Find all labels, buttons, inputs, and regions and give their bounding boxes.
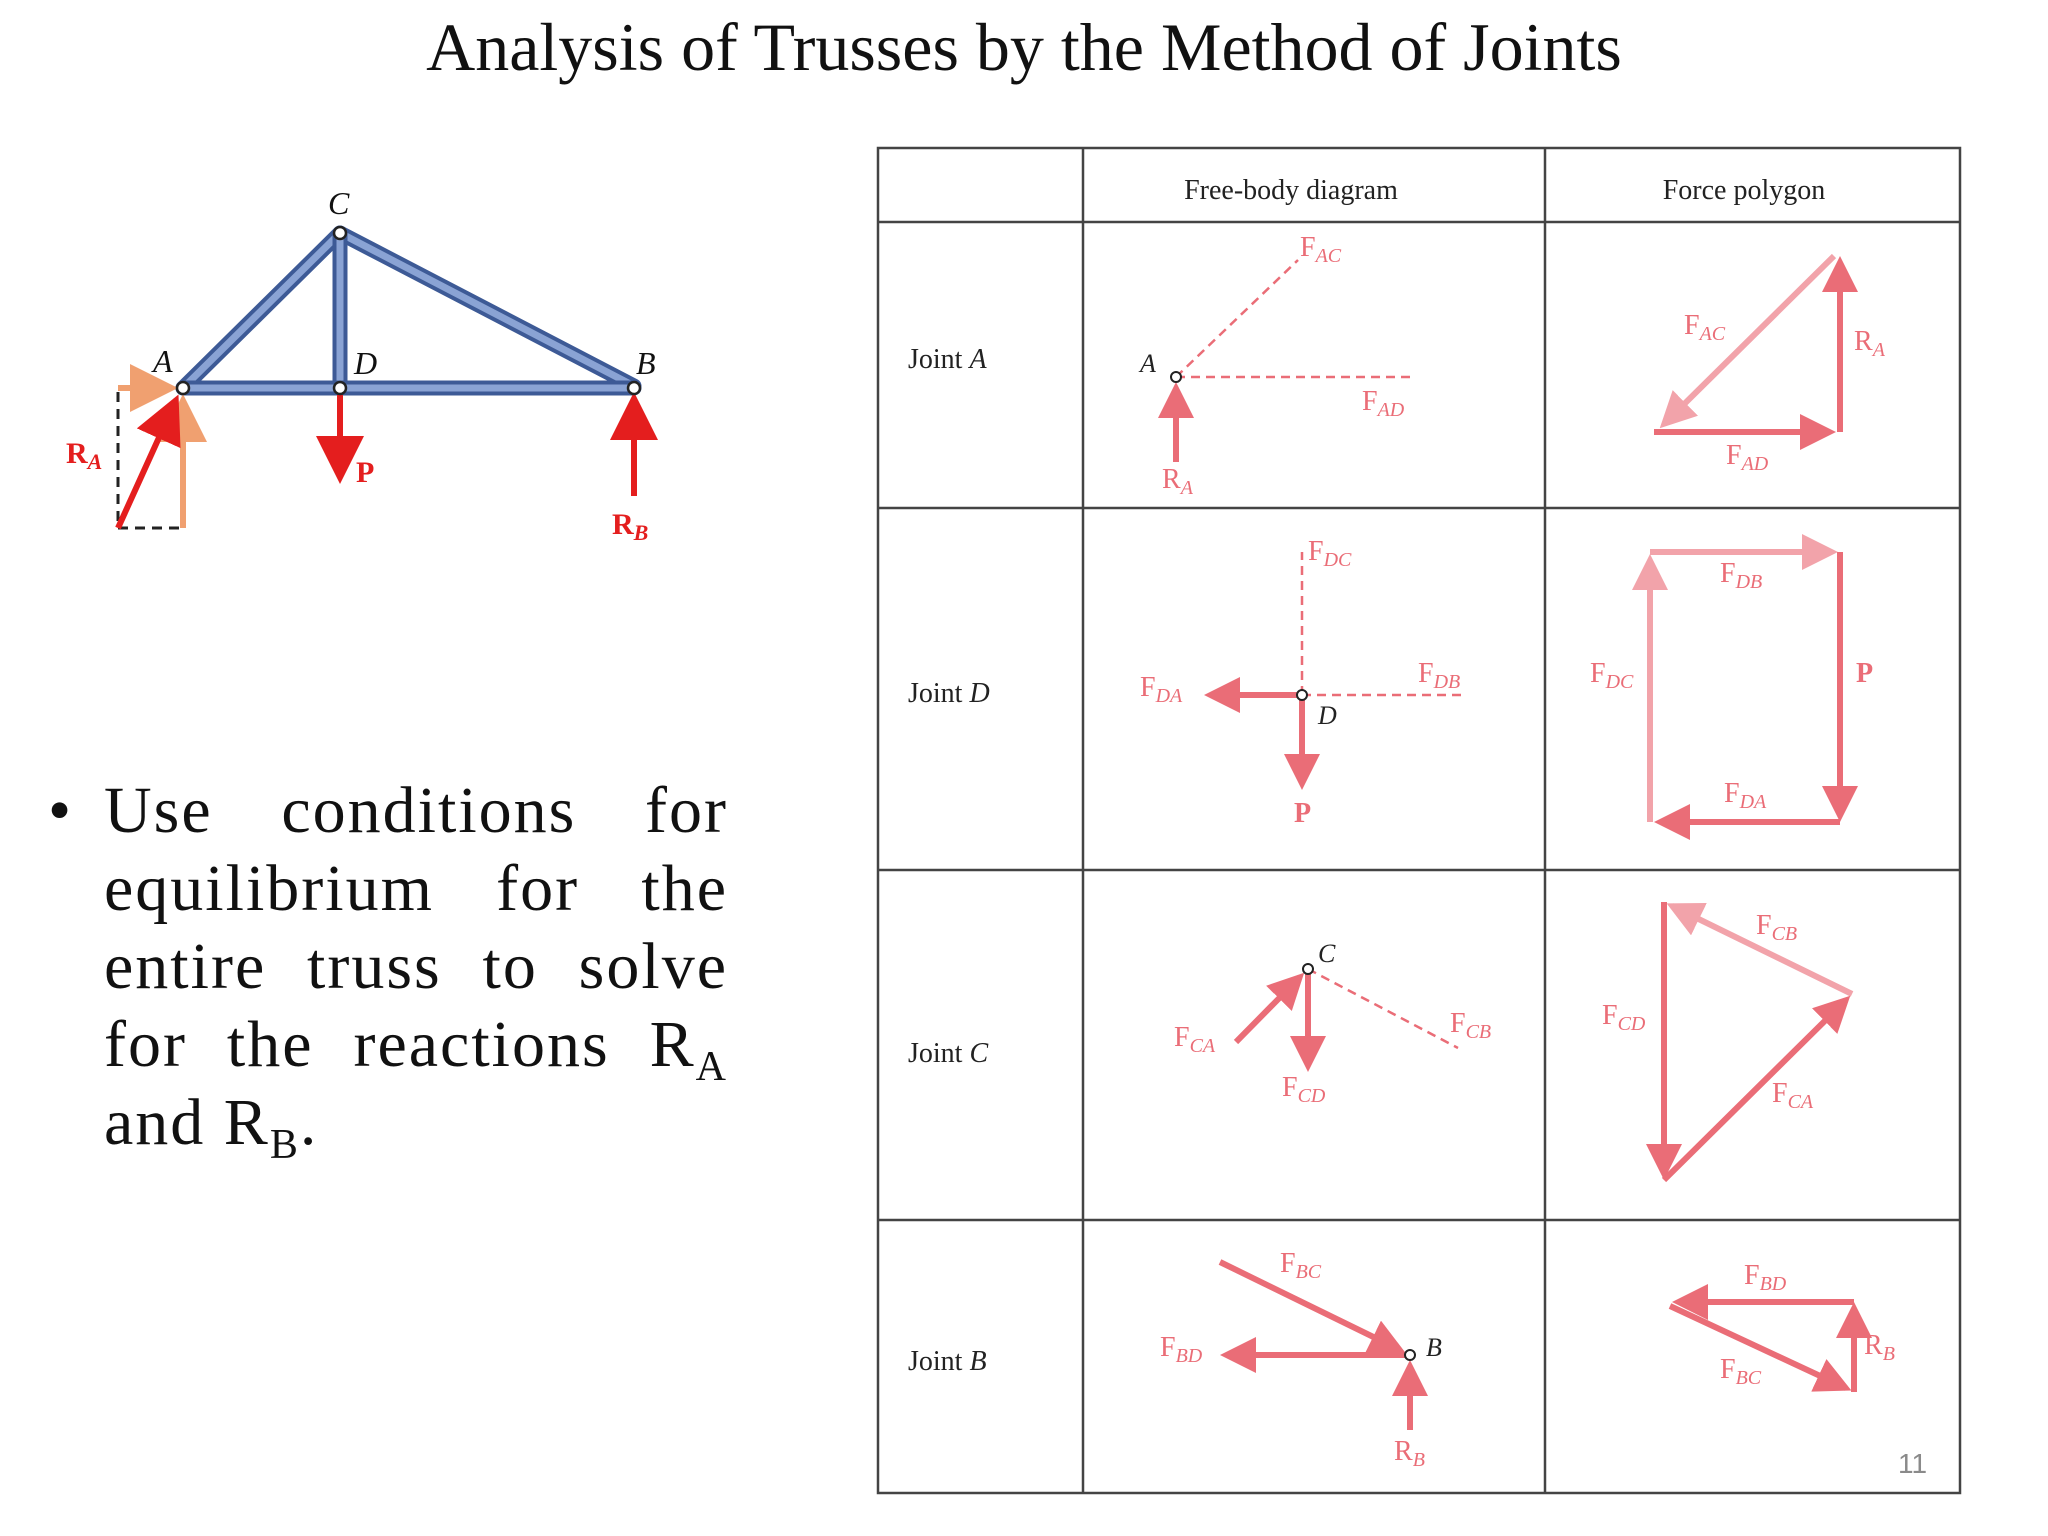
label-node-b: B xyxy=(636,345,656,381)
poly-a-fac-label: FAC xyxy=(1684,310,1726,345)
poly-b-fbc-arrow xyxy=(1668,1303,1852,1392)
row-label-joint-c: Joint C xyxy=(908,1038,988,1069)
label-reaction-a: RA xyxy=(66,437,102,474)
poly-d-fdb-label: FDB xyxy=(1720,558,1762,593)
poly-a-fad-label: FAD xyxy=(1726,440,1769,475)
fbd-d-fda-label: FDA xyxy=(1140,672,1183,707)
joint-a xyxy=(175,380,191,396)
poly-c-fca-arrow xyxy=(1661,995,1851,1183)
joint-b-free-body-diagram: B FBC FBD RB xyxy=(1160,1248,1442,1471)
joint-d-free-body-diagram: D FDC FDA FDB P xyxy=(1140,536,1466,829)
fbd-b-fbc-label: FBC xyxy=(1280,1248,1322,1283)
joint-d xyxy=(332,380,348,396)
bullet-text-body: Use conditions for equilibrium for the e… xyxy=(104,774,728,1168)
slide-title: Analysis of Trusses by the Method of Joi… xyxy=(426,9,1622,85)
fbd-c-fcb-dashed xyxy=(1307,967,1459,1050)
fbd-a-fac-dashed xyxy=(1175,259,1299,378)
table-grid xyxy=(876,146,1962,1495)
fbd-c-node xyxy=(1302,963,1314,975)
joint-c-free-body-diagram: C FCA FCD FCB xyxy=(1174,939,1491,1107)
poly-c-fca-label: FCA xyxy=(1772,1078,1814,1113)
fbd-c-fca-arrow xyxy=(1233,972,1305,1045)
bullet-dot: • xyxy=(48,774,74,847)
reaction-a-arrow xyxy=(115,394,181,530)
truss-members xyxy=(175,225,642,396)
joint-c-force-polygon: FCB FCD FCA xyxy=(1602,902,1854,1183)
poly-d-fdc-label: FDC xyxy=(1590,658,1634,693)
fbd-d-node-label: D xyxy=(1317,701,1337,730)
joint-d-force-polygon: FDB FDC P FDA xyxy=(1590,534,1873,840)
table-border xyxy=(876,146,1962,1495)
fbd-d-p-label: P xyxy=(1294,798,1311,829)
fbd-b-rb-label: RB xyxy=(1394,1436,1425,1471)
label-load-p: P xyxy=(356,456,374,489)
poly-b-fbc-label: FBC xyxy=(1720,1354,1762,1389)
fbd-a-node xyxy=(1170,371,1182,383)
header-free-body-diagram: Free-body diagram xyxy=(1184,175,1398,206)
poly-c-fcb-label: FCB xyxy=(1756,910,1797,945)
row-label-joint-d: Joint D xyxy=(908,678,990,709)
fbd-d-fdc-label: FDC xyxy=(1308,536,1352,571)
poly-d-p-label: P xyxy=(1856,658,1873,689)
fbd-b-node xyxy=(1404,1349,1416,1361)
fbd-a-ra-label: RA xyxy=(1162,464,1194,499)
fbd-c-fca-label: FCA xyxy=(1174,1022,1216,1057)
fbd-d-fdb-label: FDB xyxy=(1418,658,1460,693)
joint-a-force-polygon: FAC RA FAD xyxy=(1654,253,1886,475)
fbd-b-node-label: B xyxy=(1426,1333,1442,1362)
label-reaction-b: RB xyxy=(612,508,648,545)
header-force-polygon: Force polygon xyxy=(1663,175,1826,206)
fbd-c-fcb-label: FCB xyxy=(1450,1008,1491,1043)
fbd-a-fac-label: FAC xyxy=(1300,232,1342,267)
fbd-b-fbd-label: FBD xyxy=(1160,1332,1203,1367)
fbd-c-fcd-label: FCD xyxy=(1282,1072,1326,1107)
joint-c xyxy=(332,225,348,241)
label-node-a: A xyxy=(151,343,173,379)
joint-b xyxy=(626,380,642,396)
truss-diagram: C A D B P RA RB xyxy=(66,185,658,545)
poly-d-fda-label: FDA xyxy=(1724,778,1767,813)
fbd-b-fbc-arrow xyxy=(1218,1259,1406,1353)
label-node-c: C xyxy=(328,185,350,221)
label-node-d: D xyxy=(353,345,377,381)
fbd-c-node-label: C xyxy=(1318,939,1336,968)
joint-b-force-polygon: FBD RB FBC xyxy=(1668,1260,1895,1392)
row-label-joint-a: Joint A xyxy=(908,344,987,375)
fbd-a-node-label: A xyxy=(1138,349,1156,378)
joint-a-free-body-diagram: A FAC FAD RA xyxy=(1138,232,1410,499)
poly-c-fcb-arrow xyxy=(1666,903,1854,997)
poly-b-fbd-label: FBD xyxy=(1744,1260,1787,1295)
poly-b-rb-label: RB xyxy=(1864,1330,1895,1365)
page-number: 11 xyxy=(1898,1448,1928,1479)
fbd-d-node xyxy=(1296,689,1308,701)
row-label-joint-b: Joint B xyxy=(908,1346,987,1377)
poly-a-fac-arrow xyxy=(1659,253,1837,429)
poly-a-ra-label: RA xyxy=(1854,326,1886,361)
bullet-point: • Use conditions for equilibrium for the… xyxy=(48,772,728,1168)
fbd-a-fad-label: FAD xyxy=(1362,386,1405,421)
poly-c-fcd-label: FCD xyxy=(1602,1000,1646,1035)
